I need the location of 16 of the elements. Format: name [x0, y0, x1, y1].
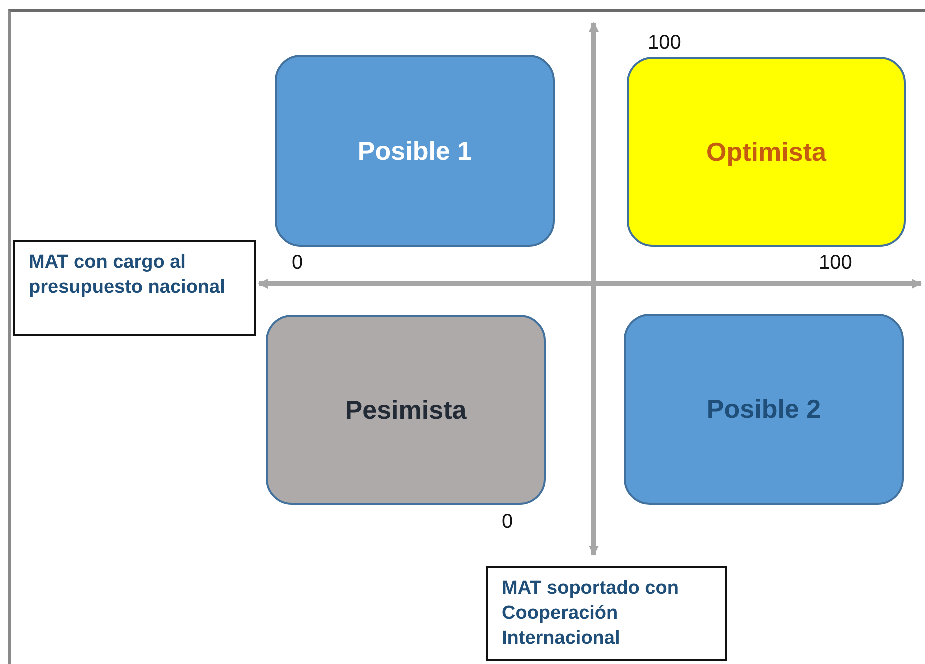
axis-tick-label: 0	[292, 252, 304, 275]
scenario-name: Posible 1	[358, 136, 472, 166]
axis-label-box	[486, 566, 727, 661]
axis-tick-label: 100	[648, 32, 682, 55]
axis-tick-label: 0	[502, 511, 514, 534]
axis-label-box	[13, 240, 256, 336]
scenario-box	[627, 57, 906, 247]
axis-tick-label: 100	[819, 252, 852, 275]
scenario-box	[266, 315, 546, 505]
axis-label: MAT con cargo al presupuesto nacional	[29, 251, 226, 300]
scenario-box	[624, 314, 904, 505]
scenario-name: Pesimista	[345, 394, 467, 426]
axis-label: MAT soportado con Cooperación Internacional	[502, 577, 680, 651]
scenario-box	[275, 55, 555, 247]
scenario-name: Optimista	[706, 136, 826, 168]
scenario-name: Posible 2	[706, 394, 822, 425]
